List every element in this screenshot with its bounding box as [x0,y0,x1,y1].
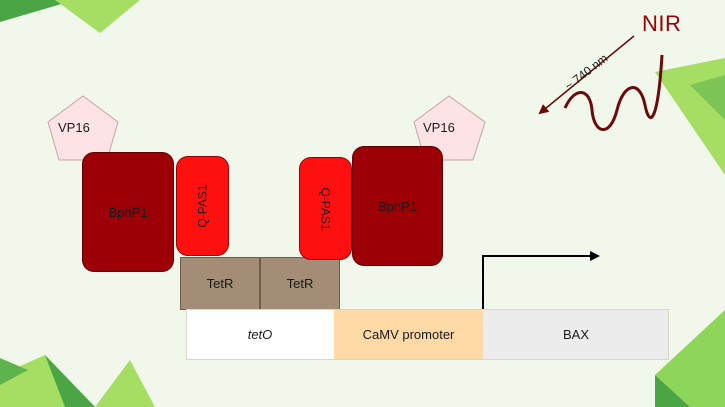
bax-label: BAX [562,327,589,342]
teto-label: tetO [247,327,273,342]
tetr-label-right: TetR [286,276,314,291]
bphp1-box-right: BphP1 [352,146,443,266]
decor-triangle-bottom-right-dark [655,375,690,407]
bphp1-box-left: BphP1 [82,152,174,272]
decor-triangle-top-left-dark [0,0,75,22]
decor-triangle-right-dark [690,75,725,120]
nir-label: NIR [642,11,682,36]
wavelength-arrow [538,35,635,115]
bax-segment: BAX [483,309,669,360]
bphp1-label-left: BphP1 [108,204,148,220]
bphp1-label-right: BphP1 [377,198,418,214]
decor-triangle-bottom-left-mid [95,360,155,407]
decor-triangle-bottom-right-light [655,310,725,407]
tetr-label-left: TetR [206,276,234,291]
teto-segment: tetO [186,309,334,360]
nir-wave [563,54,664,131]
camv-promoter-segment: CaMV promoter [334,309,483,360]
vp16-label-right: VP16 [423,120,455,135]
vp16-label-left: VP16 [58,120,90,135]
decor-triangle-top-left-light [55,0,140,33]
qpas1-box-left: Q-PAS1 [176,156,229,256]
transcription-start-arrow [482,251,600,309]
decor-triangle-bottom-left-dark [45,355,95,407]
qpas1-box-right: Q-PAS1 [299,157,352,260]
decor-triangle-bottom-left-edge [0,358,28,385]
vp16-pentagon-right [413,95,486,161]
camv-promoter-label: CaMV promoter [362,327,455,342]
